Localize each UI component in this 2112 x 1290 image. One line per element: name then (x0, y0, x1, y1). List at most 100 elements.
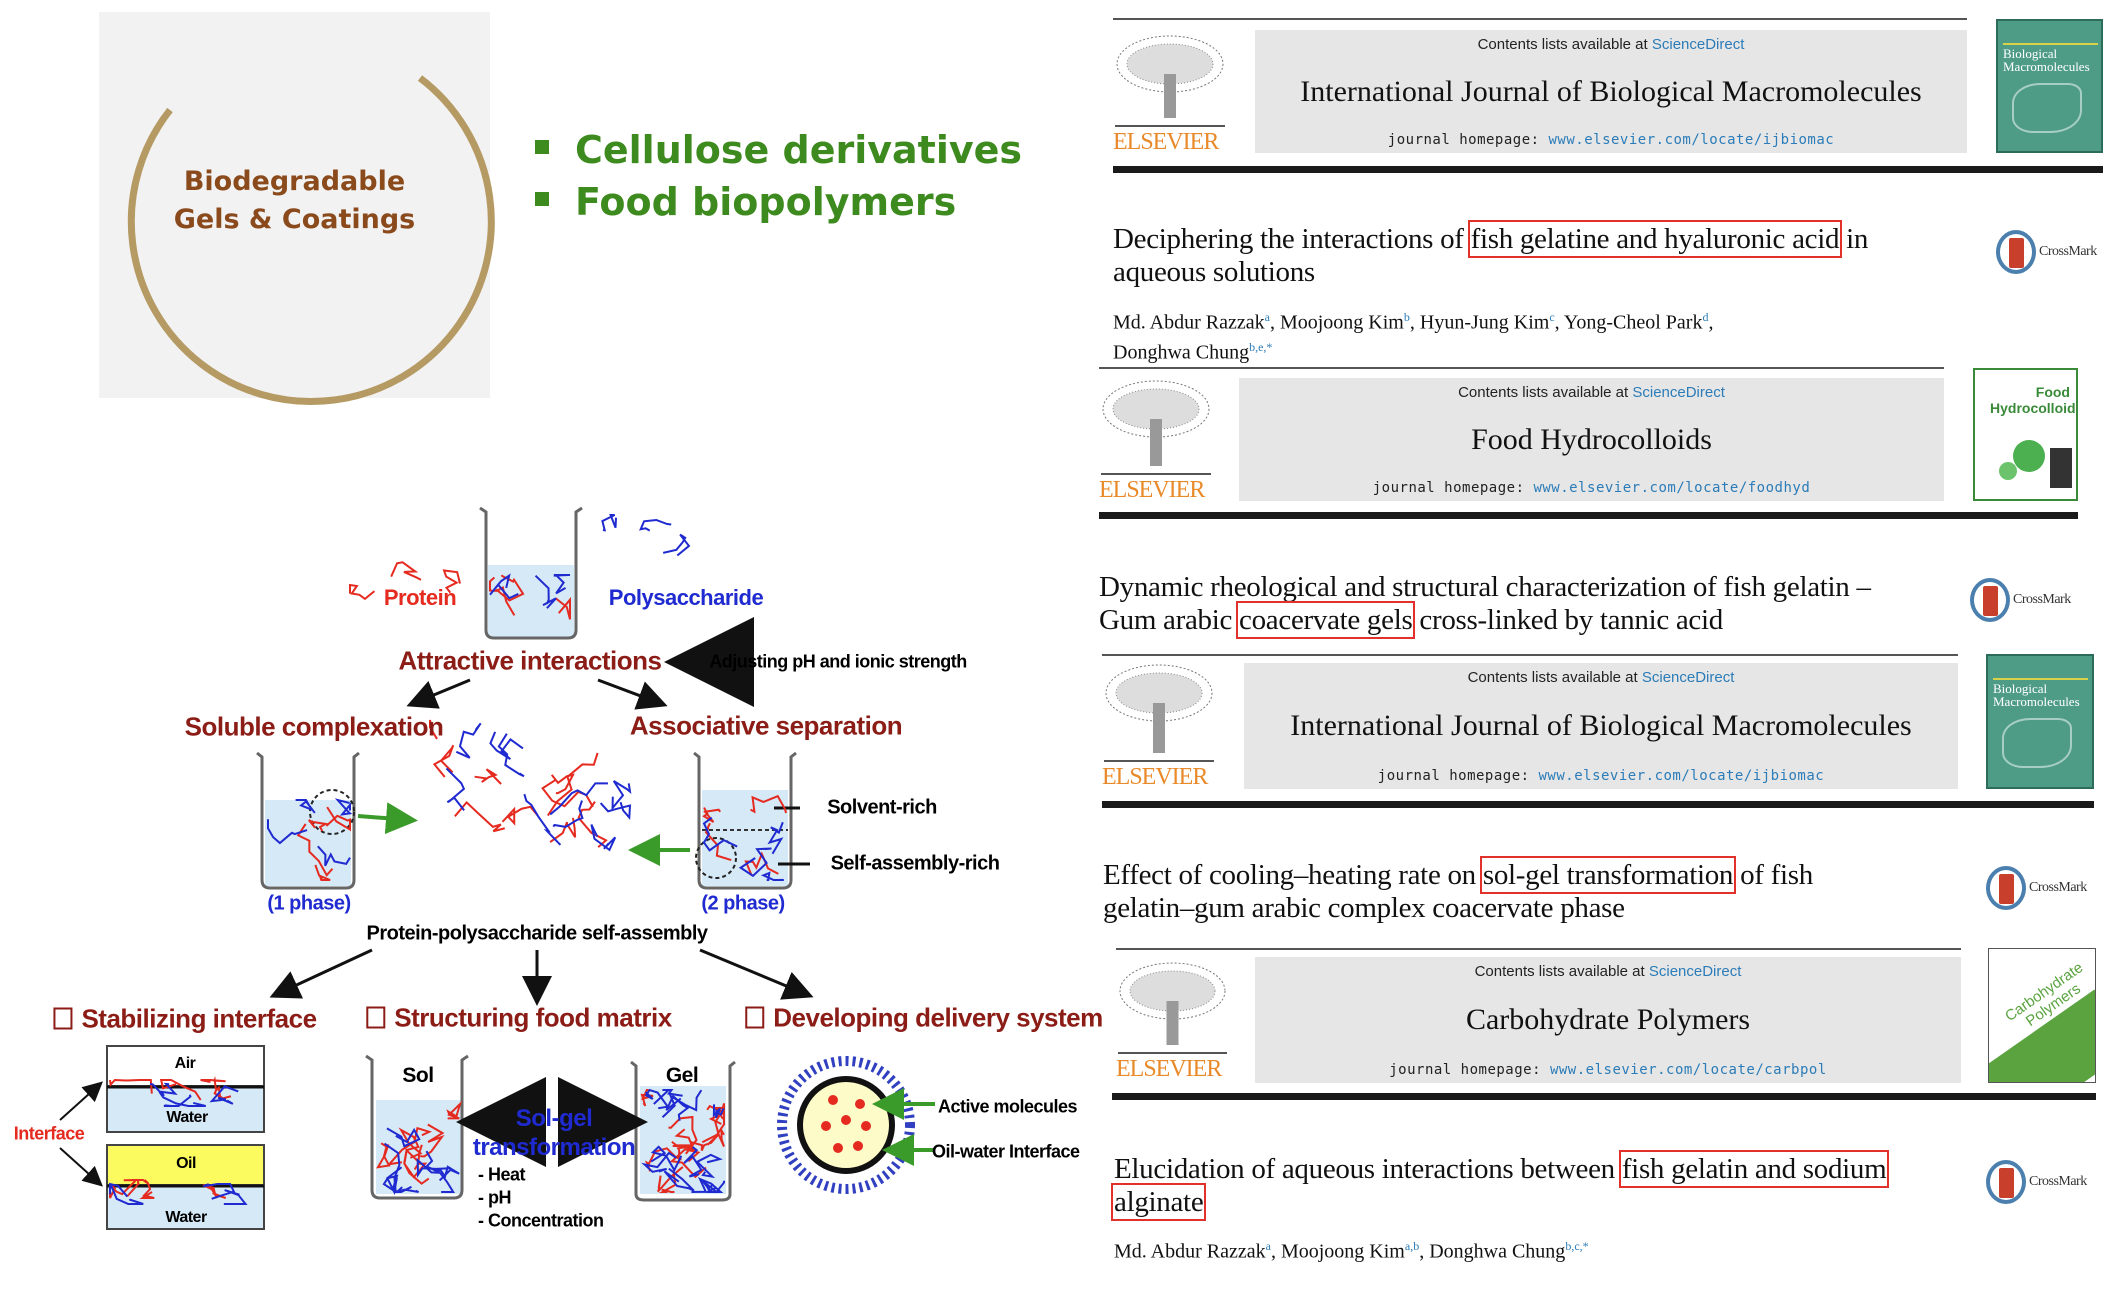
affiliation-marker[interactable]: a (1264, 310, 1270, 324)
journal-cover[interactable]: Biological Macromolecules (1996, 19, 2103, 153)
homepage-line: journal homepage: www.elsevier.com/locat… (1239, 480, 1944, 496)
author-name[interactable]: Donghwa Chung (1113, 341, 1250, 364)
homepage-label: journal homepage: (1377, 768, 1539, 784)
author-name[interactable]: , Moojoong Kim (1269, 311, 1404, 334)
polysaccharide-chain (644, 1088, 670, 1110)
author-name[interactable]: Md. Abdur Razzak (1114, 1240, 1266, 1263)
polysaccharide-chain (267, 819, 308, 845)
soluble-complexation-label: Soluble complexation (184, 711, 444, 742)
polysaccharide-chain (601, 514, 617, 532)
highlighted-phrase: coacervate gels (1236, 601, 1416, 639)
arrow (699, 948, 814, 1000)
affiliation-marker[interactable]: d (1702, 310, 1709, 324)
factor-concentration: - Concentration (478, 1210, 604, 1231)
polysaccharide-chain (163, 1094, 192, 1107)
author-name[interactable]: Md. Abdur Razzak (1113, 311, 1265, 334)
arrow (59, 1081, 103, 1121)
protein-chain (348, 583, 376, 601)
cover-title: Food Hydrocolloids (1990, 384, 2078, 416)
author-name[interactable]: , Yong-Cheol Park (1554, 311, 1703, 334)
cover-title: Biological Macromolecules (1993, 678, 2088, 708)
author-name[interactable]: , Moojoong Kim (1270, 1240, 1405, 1263)
author-name[interactable]: , (1708, 311, 1714, 334)
sciencedirect-link[interactable]: ScienceDirect (1648, 963, 1742, 980)
polysaccharide-chain (383, 1142, 412, 1193)
title-line: aqueous solutions (1113, 256, 1868, 289)
polysaccharide-chain (599, 801, 632, 821)
homepage-link[interactable]: www.elsevier.com/locate/ijbiomac (1538, 768, 1825, 784)
title-line: gelatin–gum arabic complex coacervate ph… (1103, 892, 1813, 925)
crossmark-icon (1996, 230, 2036, 274)
homepage-link[interactable]: www.elsevier.com/locate/carbpol (1549, 1062, 1827, 1078)
title-segment: Elucidation of aqueous interactions betw… (1114, 1153, 1622, 1185)
polysaccharide-chain (691, 1177, 724, 1193)
journal-banner: Contents lists available at ScienceDirec… (1244, 663, 1958, 789)
bullet-square-icon (535, 139, 549, 154)
crossmark-button[interactable]: CrossMark (1986, 866, 2087, 910)
contents-text: Contents lists available at (1458, 384, 1633, 401)
polysaccharide-chain (158, 1091, 206, 1107)
affiliation-marker[interactable]: a (1265, 1239, 1271, 1253)
highlighted-phrase: fish gelatin and sodium (1618, 1150, 1890, 1188)
homepage-link[interactable]: www.elsevier.com/locate/foodhyd (1533, 480, 1811, 496)
homepage-link[interactable]: www.elsevier.com/locate/ijbiomac (1548, 132, 1835, 148)
adjusting-ph-label: Adjusting pH and ionic strength (709, 651, 967, 672)
structuring-food-matrix-heading: Structuring food matrix (366, 1002, 672, 1034)
tree-icon (1118, 962, 1227, 1054)
polysaccharide-chain (738, 847, 772, 878)
protein-chain (744, 851, 779, 876)
affiliation-marker[interactable]: c (1549, 310, 1555, 324)
publisher-name: ELSEVIER (1113, 129, 1219, 155)
polysaccharide-chain (665, 1094, 690, 1121)
crossmark-label: CrossMark (2013, 592, 2071, 607)
heading-text: Structuring food matrix (394, 1002, 672, 1033)
sciencedirect-link[interactable]: ScienceDirect (1651, 36, 1745, 53)
protein-chain (702, 807, 722, 823)
solvent-rich-label: Solvent-rich (827, 796, 937, 819)
tree-icon (1115, 35, 1225, 127)
polysaccharide-chain (683, 1146, 703, 1178)
crossmark-button[interactable]: CrossMark (1986, 1160, 2087, 1204)
protein-chain (139, 1179, 155, 1199)
journal-cover[interactable]: Biological Macromolecules (1986, 654, 2094, 789)
sciencedirect-link[interactable]: ScienceDirect (1632, 384, 1725, 401)
affiliation-marker[interactable]: b,e,* (1249, 339, 1273, 354)
active-molecules-label: Active molecules (938, 1096, 1078, 1117)
protein-chain (555, 596, 571, 620)
self-assembly-rich-label: Self-assembly-rich (830, 852, 1000, 875)
article-title: Dynamic rheological and structural chara… (1099, 571, 1871, 639)
title-segment: in (1839, 223, 1869, 255)
protein-chain (547, 752, 599, 817)
protein-chain (200, 1076, 226, 1090)
protein-chain (109, 1078, 153, 1094)
polysaccharide-chain (661, 1089, 703, 1118)
arrow (597, 678, 668, 710)
header-rule (1116, 948, 1961, 950)
self-assembly-label: Protein-polysaccharide self-assembly (366, 922, 708, 945)
affiliation-marker[interactable]: b,c,* (1565, 1239, 1589, 1253)
author-name[interactable]: , Hyun-Jung Kim (1409, 311, 1550, 334)
sciencedirect-link[interactable]: ScienceDirect (1641, 669, 1735, 686)
author-name[interactable]: , Donghwa Chung (1419, 1240, 1566, 1263)
protein-chain (706, 1103, 725, 1125)
protein-chain (501, 805, 539, 826)
affiliation-marker[interactable]: a,b (1404, 1239, 1420, 1253)
crossmark-icon (1986, 866, 2026, 910)
crossmark-label: CrossMark (2029, 880, 2087, 895)
journal-cover[interactable]: Food Hydrocolloids (1973, 368, 2078, 501)
polysaccharide-chain (653, 1089, 683, 1105)
polysaccharide-chain (109, 1182, 129, 1198)
associative-separation-label: Associative separation (629, 710, 903, 741)
journal-banner: Contents lists available at ScienceDirec… (1255, 957, 1961, 1083)
crossmark-button[interactable]: CrossMark (1996, 230, 2097, 274)
polysaccharide-chain (489, 731, 524, 760)
arrow (269, 948, 373, 999)
title-line: Gum arabic coacervate gels cross-linked … (1099, 601, 1871, 639)
crossmark-button[interactable]: CrossMark (1970, 578, 2071, 622)
affiliation-marker[interactable]: b (1403, 310, 1410, 324)
air-label: Air (174, 1055, 196, 1072)
bullet-text: Food biopolymers (575, 180, 957, 224)
two-phase-label: (2 phase) (701, 892, 785, 915)
journal-cover[interactable]: Carbohydrate Polymers (1988, 948, 2096, 1083)
polysaccharide-chain (663, 1167, 695, 1192)
